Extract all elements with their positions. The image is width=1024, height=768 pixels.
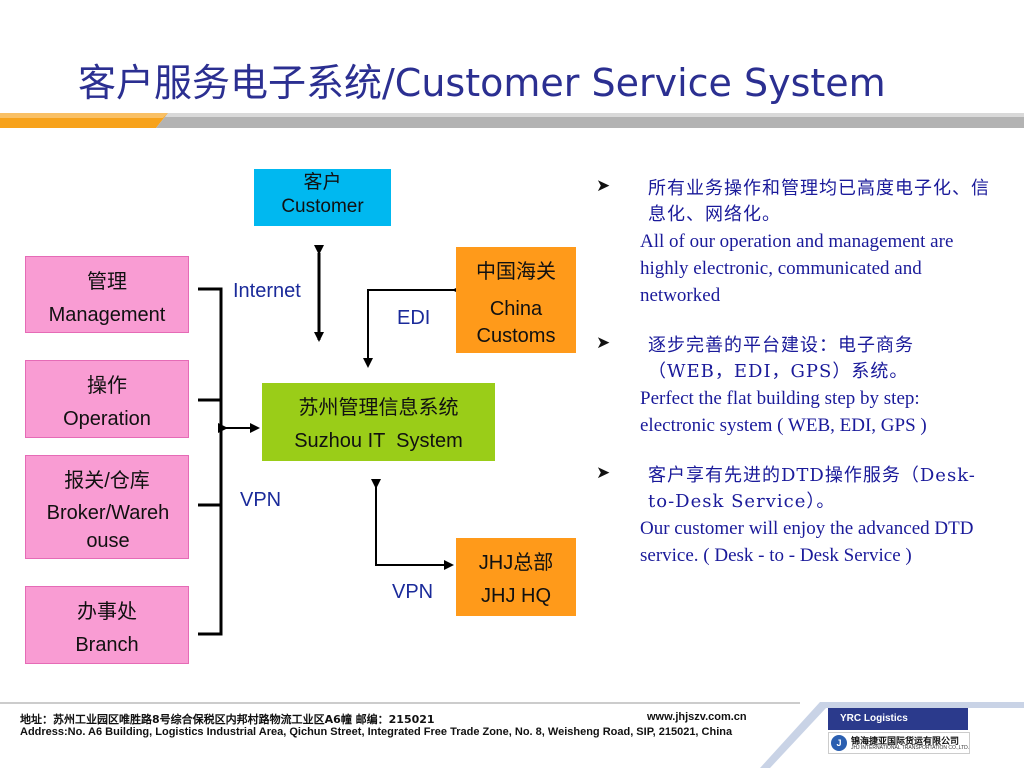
bullet-cn: 客户享有先进的DTD操作服务（Desk-to-Desk Service）。 — [648, 465, 976, 512]
arrowhead-bullet-icon: ➤ — [596, 176, 611, 196]
china-customs-box: 中国海关 China Customs — [456, 247, 576, 353]
operation-en: Operation — [63, 408, 151, 430]
customs-cn: 中国海关 — [476, 261, 556, 283]
customs-en: China Customs — [476, 298, 556, 347]
vpn-left-label: VPN — [240, 489, 282, 511]
management-en: Management — [48, 304, 166, 326]
jhj-hq-box: JHJ总部 JHJ HQ — [456, 538, 576, 616]
bullet-item: ➤ 客户享有先进的DTD操作服务（Desk-to-Desk Service）。 … — [596, 463, 996, 569]
broker-box: 报关/仓库 Broker/Wareh ouse — [25, 455, 189, 559]
vpn-bottom-label: VPN — [392, 581, 434, 603]
bullet-en: Perfect the flat building step by step: … — [640, 388, 927, 436]
jhj-logo: J 锦海捷亚国际货运有限公司 JHJ INTERNATIONAL TRANSPO… — [828, 732, 970, 754]
hq-cn: JHJ总部 — [478, 552, 554, 574]
operation-cn: 操作 — [87, 375, 127, 397]
jhj-mark-icon: J — [831, 735, 847, 751]
branch-box: 办事处 Branch — [25, 586, 189, 664]
arrowhead-bullet-icon: ➤ — [596, 463, 611, 483]
address-cn: 地址：苏州工业园区唯胜路8号综合保税区内邦村路物流工业区A6幢 邮编：21502… — [20, 713, 435, 726]
bullet-cn: 所有业务操作和管理均已高度电子化、信息化、网络化。 — [648, 178, 990, 225]
suzhou-it-system-box: 苏州管理信息系统 Suzhou IT System — [262, 383, 495, 461]
broker-cn: 报关/仓库 — [64, 470, 150, 492]
edi-label: EDI — [397, 307, 431, 329]
jhj-logo-cn: 锦海捷亚国际货运有限公司 — [851, 737, 960, 747]
bullet-item: ➤ 逐步完善的平台建设：电子商务（WEB，EDI，GPS）系统。 Perfect… — [596, 333, 996, 439]
bullet-en: Our customer will enjoy the advanced DTD… — [640, 518, 974, 566]
customer-en: Customer — [281, 196, 364, 217]
header-bar — [0, 113, 1024, 128]
bullet-item: ➤ 所有业务操作和管理均已高度电子化、信息化、网络化。 All of our o… — [596, 176, 996, 309]
bullet-en: All of our operation and management are … — [640, 231, 954, 306]
suzhou-en: Suzhou IT System — [294, 430, 463, 452]
management-box: 管理 Management — [25, 256, 189, 333]
management-cn: 管理 — [87, 271, 127, 293]
arrowhead-bullet-icon: ➤ — [596, 333, 611, 353]
address-en: Address:No. A6 Building, Logistics Indus… — [20, 726, 733, 738]
suzhou-cn: 苏州管理信息系统 — [298, 397, 459, 419]
jhj-logo-en: JHJ INTERNATIONAL TRANSPORTATION CO.,LTD… — [851, 745, 970, 751]
page-title: 客户服务电子系统/Customer Service System — [78, 61, 886, 105]
bullet-list: ➤ 所有业务操作和管理均已高度电子化、信息化、网络化。 All of our o… — [596, 176, 996, 593]
hq-en: JHJ HQ — [481, 585, 551, 607]
customer-cn: 客户 — [303, 172, 342, 193]
operation-box: 操作 Operation — [25, 360, 189, 438]
bullet-cn: 逐步完善的平台建设：电子商务（WEB，EDI，GPS）系统。 — [648, 335, 914, 382]
website-link[interactable]: www.jhjszv.com.cn — [647, 711, 747, 723]
broker-en: Broker/Wareh ouse — [46, 502, 170, 552]
customer-box: 客户 Customer — [254, 169, 391, 226]
yrc-logistics-logo: YRC Logistics — [828, 708, 968, 730]
branch-cn: 办事处 — [77, 601, 137, 623]
branch-en: Branch — [75, 634, 139, 656]
internet-label: Internet — [233, 280, 301, 302]
